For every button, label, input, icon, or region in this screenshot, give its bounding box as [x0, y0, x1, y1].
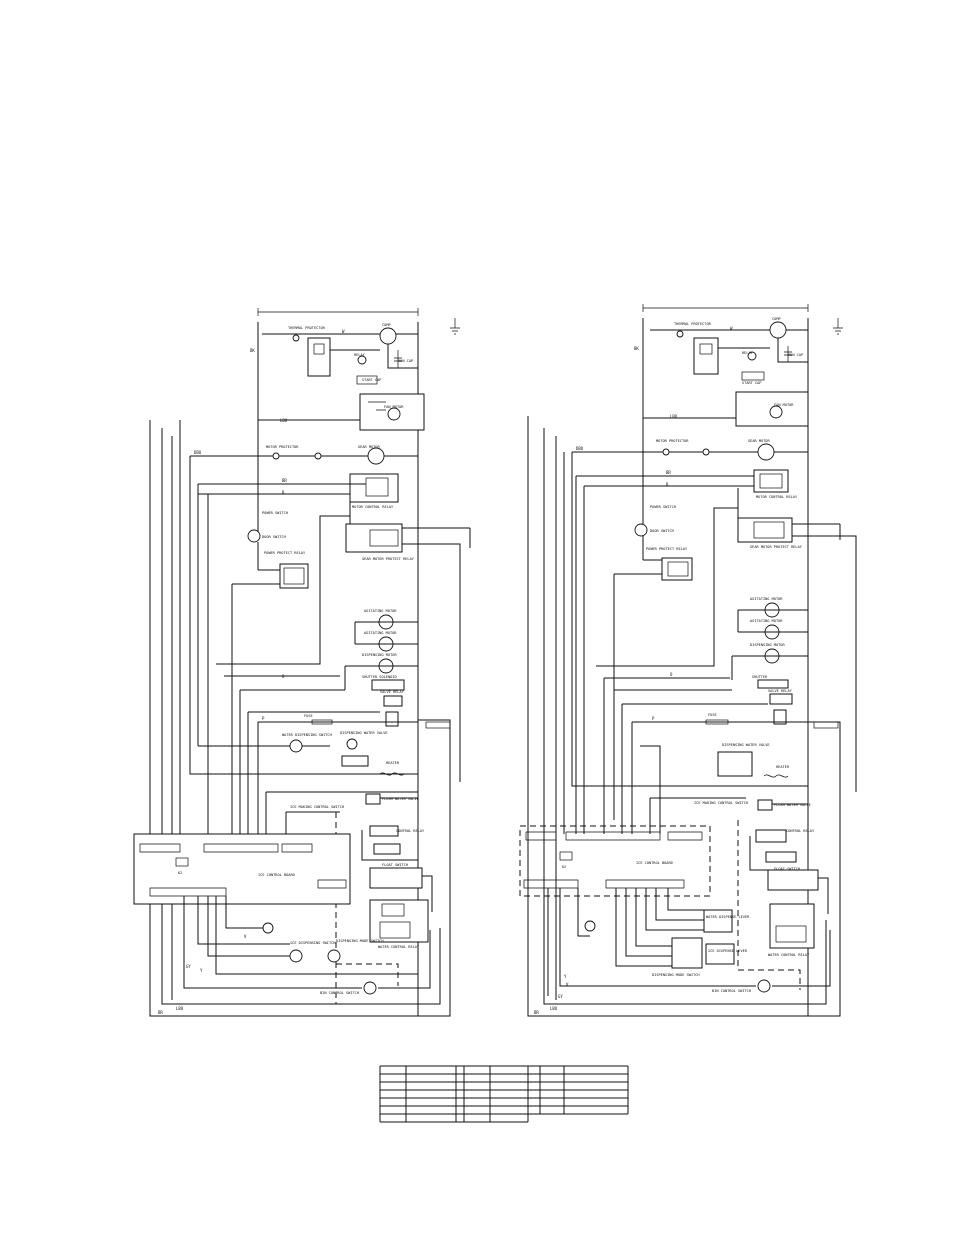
left-label-iceflusher: ICE DISPENSING SWITCH [290, 941, 335, 945]
left-wire-tag: BR [282, 478, 287, 483]
left-wire-tag: Y [200, 968, 203, 973]
right-label-shutter: SHUTTER [752, 675, 768, 679]
right-label-waterctrl: WATER CONTROL RELAY [768, 953, 810, 957]
right-wiring-diagram: THERMAL PROTECTOR COMP RELAY RUN CAP STA… [519, 304, 857, 1017]
left-wire-tag: BK [250, 348, 255, 353]
left-wire-tag: GY [186, 964, 191, 969]
left-label-shutter: SHUTTER SOLENOID [362, 675, 397, 679]
right-board-label: ICE CONTROL BOARD [636, 861, 673, 865]
right-wire-tag: LBU [670, 414, 678, 419]
right-wire-tag: W [730, 326, 733, 331]
right-label-bincontrol: BIN CONTROL SWITCH [712, 989, 751, 993]
left-label-relay: RELAY [354, 353, 366, 357]
left-label-gearmotor: GEAR MOTOR [358, 445, 380, 449]
right-label-gearmotor: GEAR MOTOR [748, 439, 770, 443]
right-label-icelever: ICE DISPENSE LEVER [708, 949, 748, 953]
right-wire-tag: BR [534, 1010, 539, 1015]
left-board-tag: K2 [178, 871, 182, 875]
right-label-floatswitch: FLOAT SWITCH [774, 867, 800, 871]
right-label-relay: RELAY [742, 351, 754, 355]
left-wire-tag: W [342, 329, 345, 334]
right-label-valve: VALVE RELAY [768, 689, 793, 693]
left-label-controlrelay: CONTROL RELAY [396, 829, 425, 833]
right-label-fanmotor: FAN MOTOR [774, 403, 794, 407]
right-wire-tag: Y [564, 974, 567, 979]
right-label-controlrelay: CONTROL RELAY [786, 829, 815, 833]
right-label-agitating2: AGITATING MOTOR [750, 619, 783, 623]
right-wire-tag: R [666, 482, 669, 487]
right-wire-tag: DBU [576, 446, 584, 451]
left-label-modeselect: DISPENSING MODE SWITCH [336, 939, 384, 943]
right-label-gearmotorprot: GEAR MOTOR PROTECT RELAY [750, 545, 803, 549]
wire-color-legend-table [379, 1065, 629, 1123]
right-label-icemaking: ICE MAKING CONTROL SWITCH [694, 801, 748, 805]
right-label-flush: FLUSH WATER VALVE [774, 803, 811, 807]
right-wire-tag: P [652, 716, 655, 721]
left-label-bincontrol: BIN CONTROL SWITCH [320, 991, 359, 995]
right-label-modeselect: DISPENSING MODE SWITCH [652, 973, 700, 977]
right-wire-tag: O [670, 672, 673, 677]
left-label-dispwater: DISPENSING WATER VALVE [340, 731, 388, 735]
right-label-dispensing: DISPENSING MOTOR [750, 643, 785, 647]
left-label-fuse: FUSE [304, 714, 313, 718]
right-wire-tag: GY [558, 994, 563, 999]
left-label-dispensing: DISPENSING MOTOR [362, 653, 397, 657]
right-wire-tag: LBU [550, 1006, 558, 1011]
left-wire-tag: R [282, 490, 285, 495]
right-label-powerprot: POWER PROTECT RELAY [646, 547, 688, 551]
right-label-dispwater: DISPENSING WATER VALVE [722, 743, 770, 747]
left-label-powerprot: POWER PROTECT RELAY [264, 551, 306, 555]
right-label-heater: HEATER [776, 765, 790, 769]
left-wire-tag: V [244, 934, 247, 939]
left-label-fanmotor: FAN MOTOR [384, 405, 404, 409]
right-label-powerswitch: POWER SWITCH [650, 505, 676, 509]
right-label-doorswitch: DOOR SWITCH [650, 529, 674, 533]
left-label-motorprot: MOTOR PROTECTOR [266, 445, 299, 449]
right-board-tag: K2 [562, 865, 566, 869]
right-wire-tag: BR [666, 470, 671, 475]
left-label-comp: COMP [382, 323, 391, 327]
left-wire-tag: LBU [280, 418, 288, 423]
right-label-motorprot: MOTOR PROTECTOR [656, 439, 689, 443]
right-label-fuse: FUSE [708, 713, 717, 717]
left-label-doorswitch: DOOR SWITCH [262, 535, 286, 539]
right-wire-tag: BK [634, 346, 639, 351]
left-label-agitating1: AGITATING MOTOR [364, 609, 397, 613]
left-label-agitating2: AGITATING MOTOR [364, 631, 397, 635]
right-label-waterlever: WATER DISPENSE LEVER [706, 915, 750, 919]
left-label-waterdisp: WATER DISPENSING SWITCH [282, 733, 332, 737]
right-label-runcap: RUN CAP [788, 353, 803, 357]
left-wire-tag: P [262, 716, 265, 721]
right-wire-tag: V [566, 982, 569, 987]
left-board-label: ICE CONTROL BOARD [258, 873, 295, 877]
left-label-powerswitch: POWER SWITCH [262, 511, 288, 515]
left-label-heater: HEATER [386, 761, 400, 765]
left-label-flush: FLUSH WATER VALVE [382, 797, 419, 801]
left-label-motorctrl: MOTOR CONTROL RELAY [352, 505, 394, 509]
left-wire-tag: LBU [176, 1006, 184, 1011]
left-label-icemaking: ICE MAKING CONTROL SWITCH [290, 805, 344, 809]
right-label-comp: COMP [772, 317, 781, 321]
left-wire-tag: O [282, 674, 285, 679]
left-wire-tag: BR [158, 1010, 163, 1015]
left-label-floatswitch: FLOAT SWITCH [382, 863, 408, 867]
right-label-motorctrl: MOTOR CONTROL RELAY [756, 495, 798, 499]
right-label-agitating1: AGITATING MOTOR [750, 597, 783, 601]
left-label-thermal: THERMAL PROTECTOR [288, 326, 326, 330]
left-label-gearmotorprot: GEAR MOTOR PROTECT RELAY [362, 557, 415, 561]
left-label-startcap: START CAP [362, 378, 381, 382]
left-wiring-diagram: THERMAL PROTECTOR COMP RELAY RUN CAP STA… [133, 308, 471, 1017]
right-label-thermal: THERMAL PROTECTOR [674, 322, 712, 326]
left-wire-tag: DBU [194, 450, 202, 455]
right-label-startcap: START CAP [742, 381, 761, 385]
left-label-waterctrl: WATER CONTROL RELAY [378, 945, 420, 949]
left-label-runcap: RUN CAP [398, 359, 413, 363]
left-label-valve: VALVE RELAY [380, 690, 405, 694]
